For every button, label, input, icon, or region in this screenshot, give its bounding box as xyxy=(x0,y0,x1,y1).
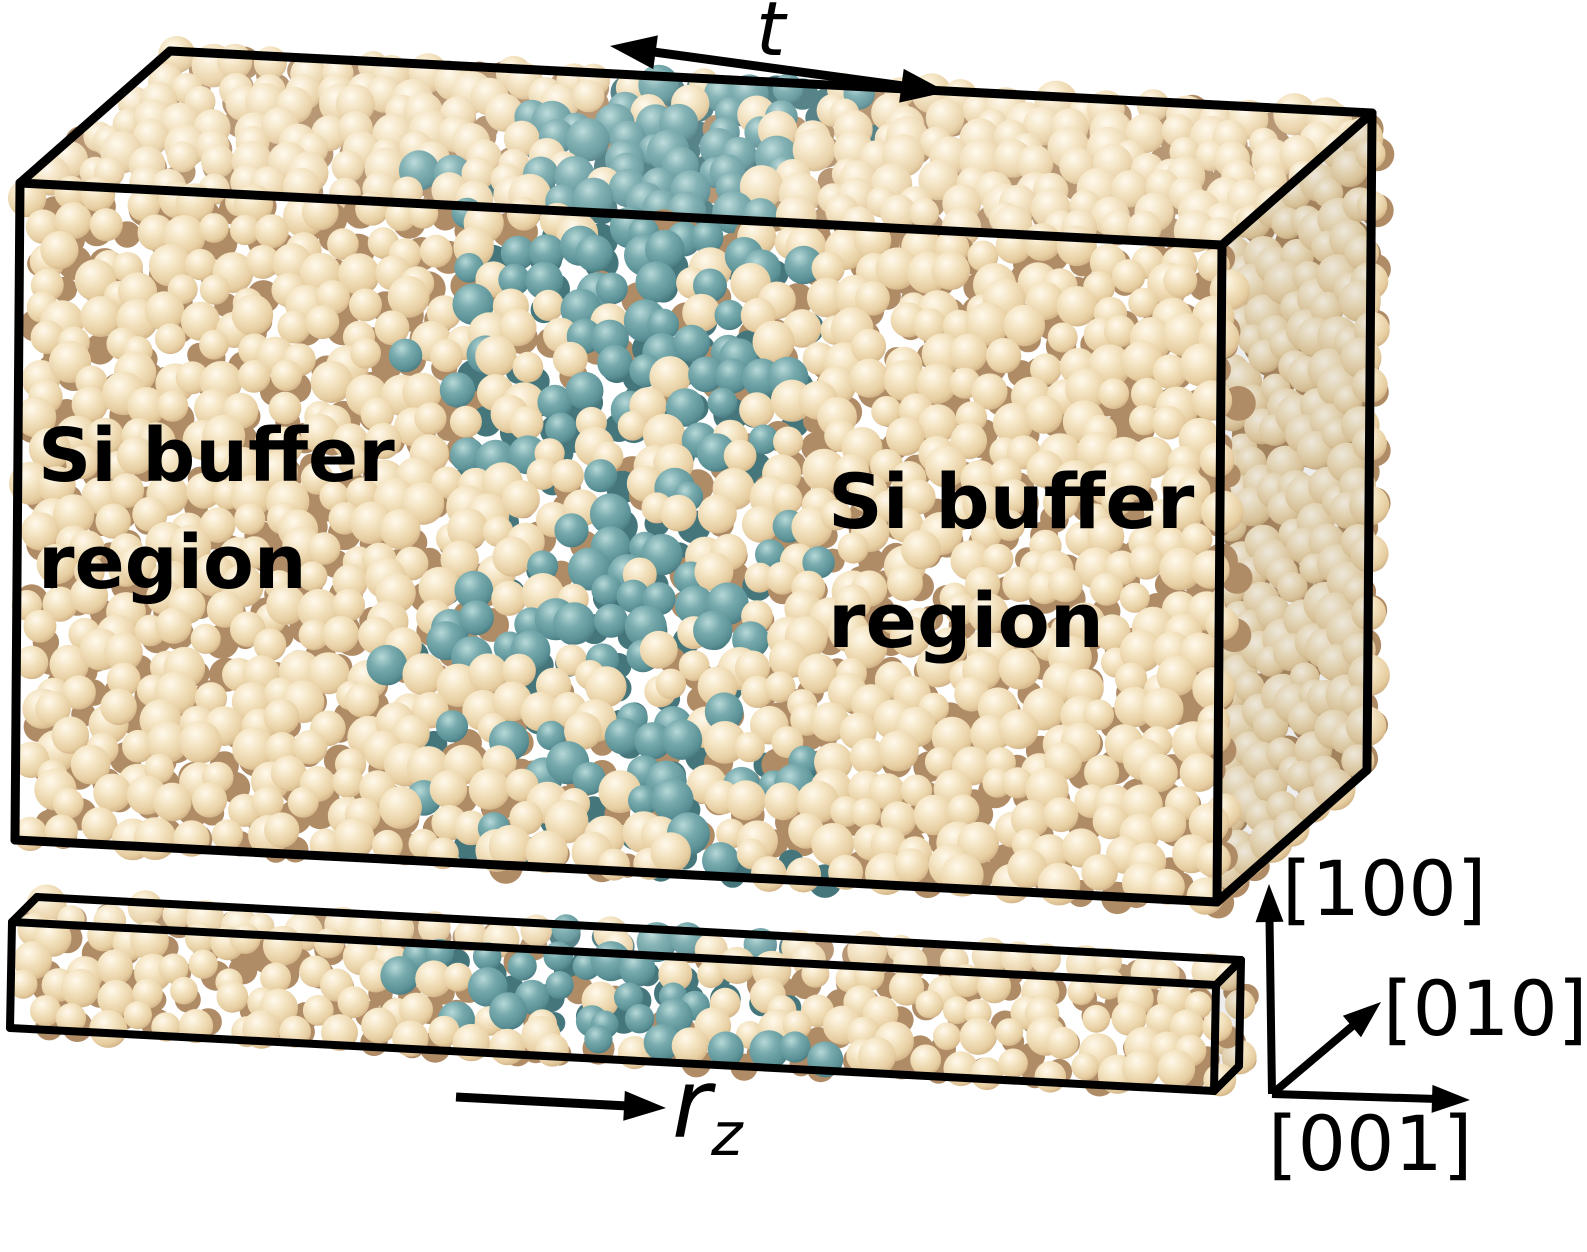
rz-direction-arrow xyxy=(455,1090,666,1121)
left-buffer-line2: region xyxy=(38,519,307,606)
right-buffer-label: Si buffer region xyxy=(828,443,1194,680)
right-buffer-line1: Si buffer xyxy=(828,457,1195,546)
right-buffer-line2: region xyxy=(828,575,1104,665)
left-buffer-line1: Si buffer xyxy=(38,413,395,499)
t-dimension-arrow xyxy=(610,35,947,103)
rz-symbol: r xyxy=(672,1050,712,1160)
t-label: t xyxy=(756,0,786,73)
box-outline xyxy=(10,46,1377,907)
rz-label: rz xyxy=(672,1058,743,1166)
axis-100-label: [100] xyxy=(1282,844,1487,933)
rz-subscript: z xyxy=(711,1100,743,1170)
slab-outline xyxy=(6,893,1245,1095)
crystal-axes-arrows xyxy=(1255,884,1470,1113)
axis-010-label: [010] xyxy=(1383,964,1587,1053)
axis-001-label: [001] xyxy=(1268,1099,1473,1188)
left-buffer-label: Si buffer region xyxy=(38,403,395,616)
slab-front-face-atoms xyxy=(8,912,1239,1097)
